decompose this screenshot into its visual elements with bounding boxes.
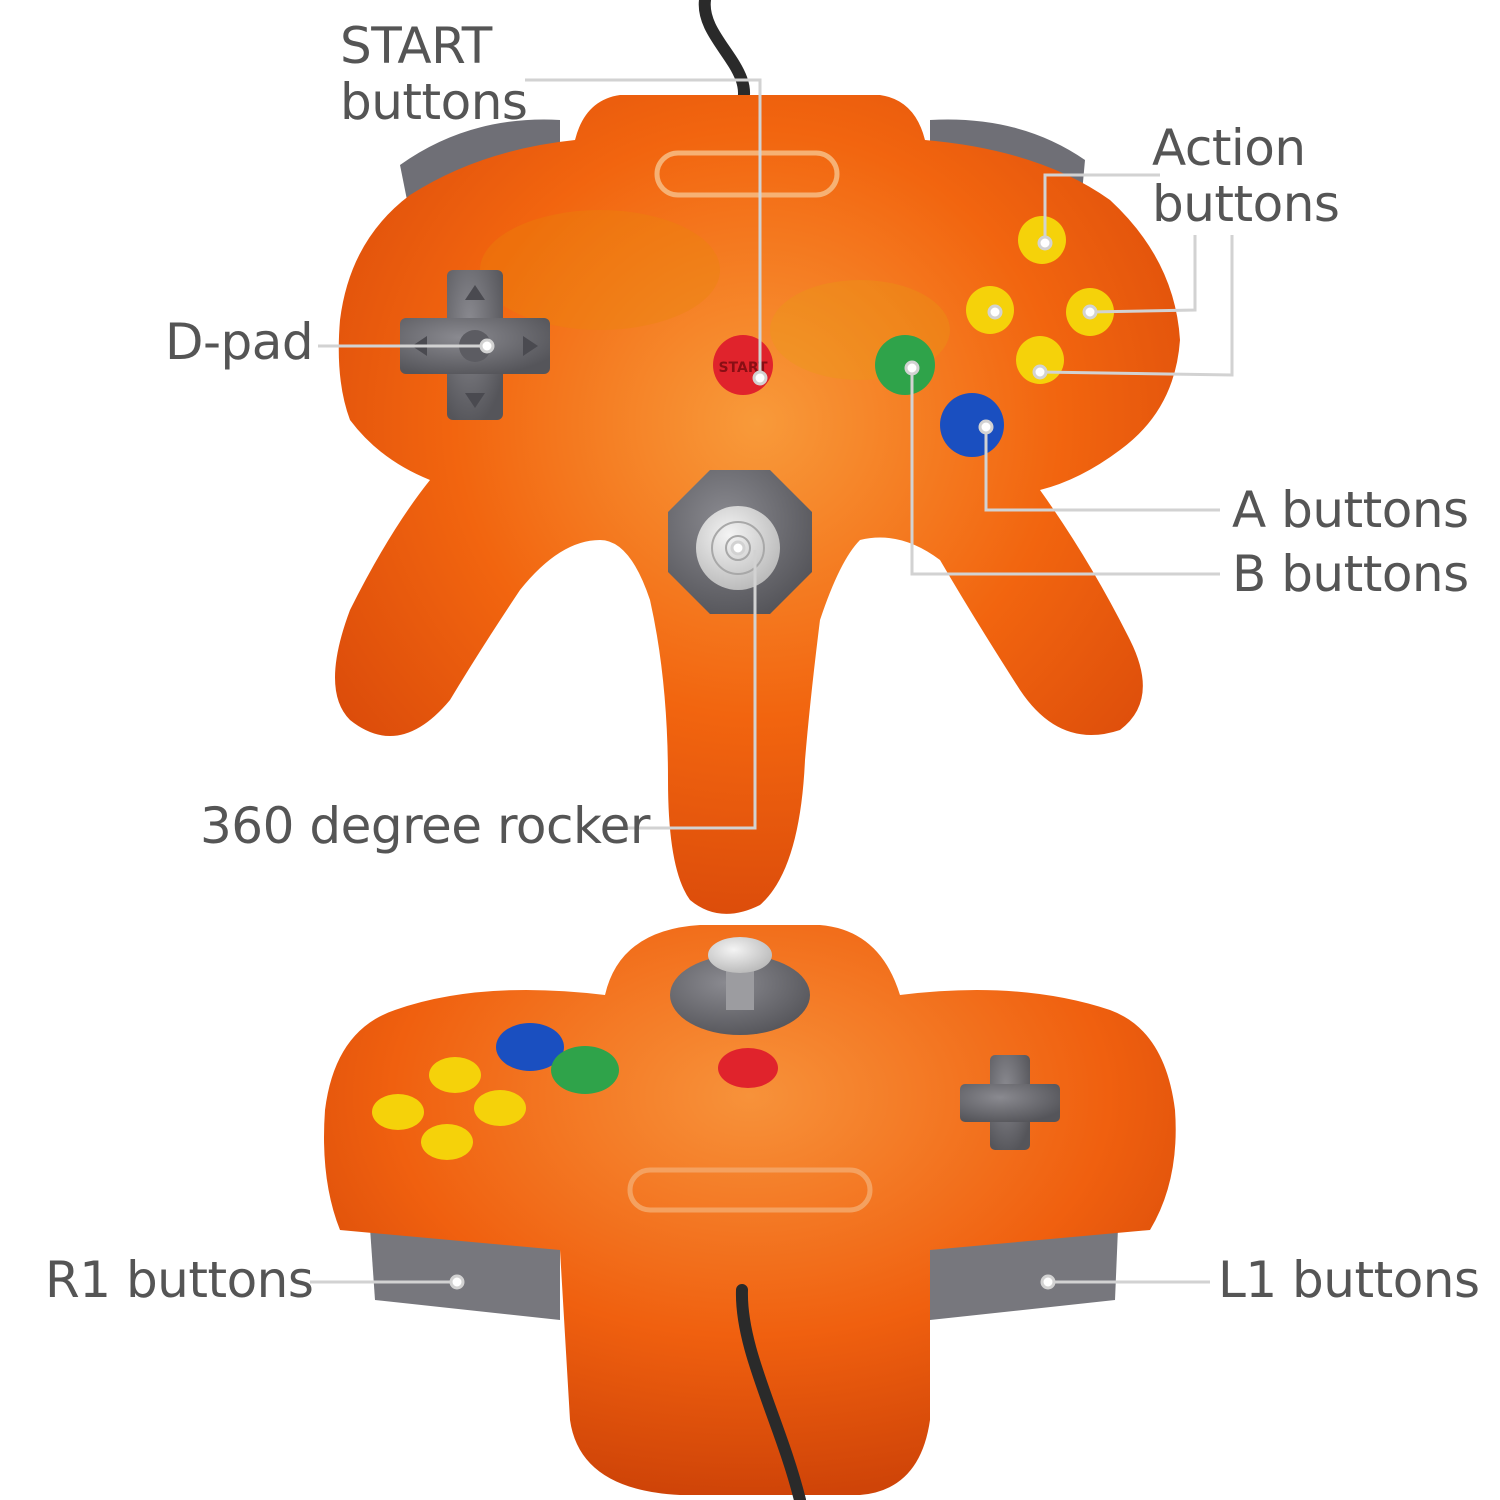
cable-bottom xyxy=(735,1284,806,1500)
action-buttons-label: Action buttons xyxy=(1152,119,1340,233)
c-right-front xyxy=(474,1090,526,1126)
analog-stick-front xyxy=(708,937,772,973)
rocker-label: 360 degree rocker xyxy=(200,797,650,855)
start-buttons-label: START buttons xyxy=(340,17,528,131)
shoulder-l1 xyxy=(930,1228,1118,1320)
l1-buttons-label: L1 buttons xyxy=(1218,1251,1480,1309)
inner-shade-1 xyxy=(480,210,720,330)
cable-top xyxy=(698,0,751,116)
r1-buttons-label: R1 buttons xyxy=(45,1251,314,1309)
callout-a xyxy=(984,428,1220,512)
callout-lines xyxy=(310,78,1234,1284)
controller-top-photo: START xyxy=(335,0,1180,914)
callout-action xyxy=(1043,173,1160,240)
callout-rocker xyxy=(615,550,757,830)
controller-front-photo xyxy=(324,925,1176,1500)
top-slot xyxy=(654,150,840,198)
b-button-front xyxy=(551,1046,619,1094)
action-label-line2: buttons xyxy=(1152,175,1340,233)
start-label-line2: buttons xyxy=(340,73,528,131)
dpad-label: D-pad xyxy=(165,313,314,371)
c-up-front xyxy=(429,1057,481,1093)
start-label-line1: START xyxy=(340,17,492,75)
callout-dots xyxy=(449,235,1098,1290)
c-down-front xyxy=(421,1124,473,1160)
callout-start xyxy=(525,78,762,375)
front-slot xyxy=(627,1167,873,1213)
c-left-front xyxy=(372,1094,424,1130)
callout-action-2 xyxy=(1089,235,1197,314)
a-buttons-label: A buttons xyxy=(1232,481,1469,539)
start-button-front xyxy=(718,1048,778,1088)
action-label-line1: Action xyxy=(1152,119,1306,177)
a-button-front xyxy=(496,1023,564,1071)
dpad-front xyxy=(960,1055,1060,1150)
b-buttons-label: B buttons xyxy=(1232,545,1469,603)
callout-b xyxy=(910,368,1220,576)
shoulder-r1 xyxy=(370,1228,560,1320)
b-button-top xyxy=(875,335,935,395)
a-button-top xyxy=(940,393,1004,457)
callout-action-3 xyxy=(1039,235,1234,377)
